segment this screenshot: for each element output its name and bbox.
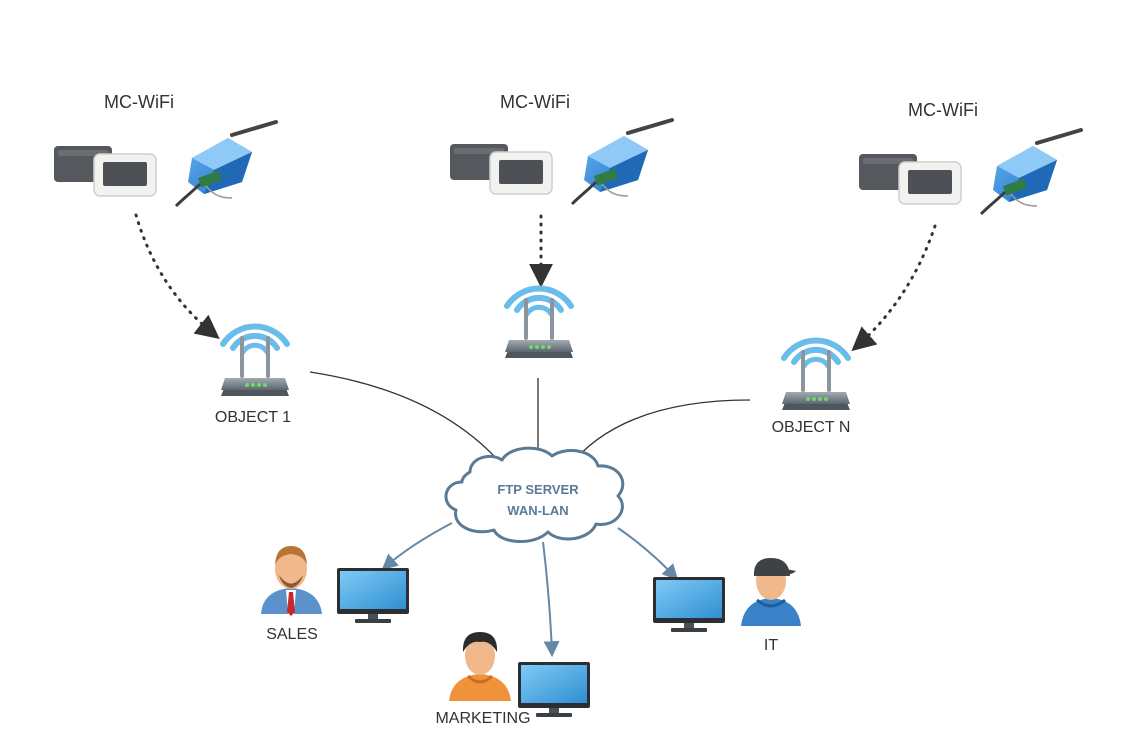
router-icon-1 [221, 326, 289, 396]
downlinks [381, 522, 679, 658]
sales-monitor-icon [337, 568, 409, 623]
mc-wifi-device-icon-1 [52, 120, 278, 208]
downlink-it [617, 527, 679, 581]
it-label: IT [764, 637, 778, 654]
router-icon-3 [782, 340, 850, 410]
cloud-shape [444, 446, 625, 544]
marketing-person-icon [449, 632, 511, 701]
it-person-icon [741, 558, 801, 626]
mc-wifi-label-3: MC-WiFi [908, 100, 978, 120]
object-1: OBJECT 1 [215, 326, 291, 426]
object-n: OBJECT N [772, 340, 851, 436]
mc-wifi-device-2: MC-WiFi [448, 92, 674, 206]
server-label-line2: WAN-LAN [507, 503, 568, 518]
object-n-label: OBJECT N [772, 419, 851, 436]
server-label-line1: FTP SERVER [497, 482, 579, 497]
mc-wifi-device-icon-3 [857, 128, 1083, 216]
wireless-link-3 [851, 224, 937, 352]
department-it: IT [653, 558, 801, 654]
wireless-link-1 [134, 213, 220, 339]
mc-wifi-label-2: MC-WiFi [500, 92, 570, 112]
department-marketing: MARKETING [435, 632, 590, 727]
it-monitor-icon [653, 577, 725, 632]
downlink-sales [381, 522, 453, 571]
object-1-label: OBJECT 1 [215, 409, 291, 426]
sales-person-icon [261, 546, 322, 617]
mc-wifi-device-icon-2 [448, 118, 674, 206]
uplink-1 [309, 371, 506, 469]
downlink-marketing [542, 541, 560, 658]
sales-label: SALES [266, 626, 318, 643]
mc-wifi-device-3: MC-WiFi [857, 100, 1083, 216]
mc-wifi-device-1: MC-WiFi [52, 92, 278, 208]
mc-wifi-label-1: MC-WiFi [104, 92, 174, 112]
ftp-server-cloud: FTP SERVER WAN-LAN [444, 446, 625, 544]
object-2 [505, 288, 573, 358]
wireless-links [134, 213, 937, 352]
department-sales: SALES [261, 546, 409, 643]
marketing-monitor-icon [518, 662, 590, 717]
router-icon-2 [505, 288, 573, 358]
marketing-label: MARKETING [435, 710, 530, 727]
